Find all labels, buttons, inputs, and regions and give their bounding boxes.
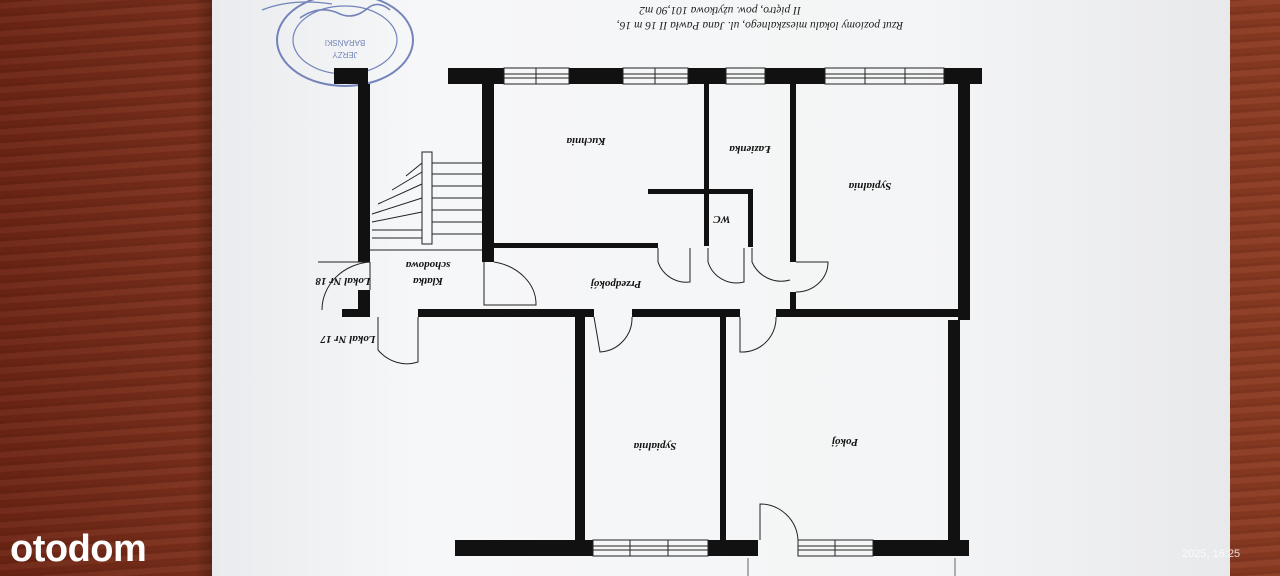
staircase <box>370 151 482 251</box>
room-label-sypialnia-bottom: Sypialnia <box>633 440 676 452</box>
stamp-name: JERZY <box>332 50 358 59</box>
room-label-lazienka: Łazienka <box>729 143 772 155</box>
stamp-surname: BARAŃSKI <box>325 38 365 47</box>
room-label-klatka: Klatka <box>413 275 444 287</box>
room-label-sypialnia-top: Sypialnia <box>848 180 891 192</box>
walls <box>334 68 982 556</box>
otodom-watermark-logo: otodom <box>10 528 147 570</box>
header-line-2: II piętro, pow. użytkowa 101,90 m2 <box>639 4 802 16</box>
room-label-wc: WC <box>713 213 731 225</box>
windows <box>503 67 945 557</box>
neighbor-label-lokal-17: Lokal Nr 17 <box>320 333 377 345</box>
header-line-1: Rzut poziomy lokalu mieszkalnego, ul. Ja… <box>617 19 905 31</box>
room-label-schodowa: schodowa <box>405 259 451 271</box>
plan-header: Rzut poziomy lokalu mieszkalnego, ul. Ja… <box>617 4 905 31</box>
signature-icon <box>299 3 391 19</box>
neighbor-label-lokal-18: Lokal Nr 18 <box>315 275 372 287</box>
doors <box>318 248 829 541</box>
room-label-przedpokoj: Przedpokój <box>590 278 642 290</box>
room-label-kuchnia: Kuchnia <box>566 135 607 147</box>
room-label-pokoj: Pokój <box>831 436 858 448</box>
room-labels: Kuchnia Łazienka Sypialnia WC Przedpokój… <box>315 135 891 452</box>
photo-timestamp: 2025, 16:25 <box>1182 548 1241 560</box>
